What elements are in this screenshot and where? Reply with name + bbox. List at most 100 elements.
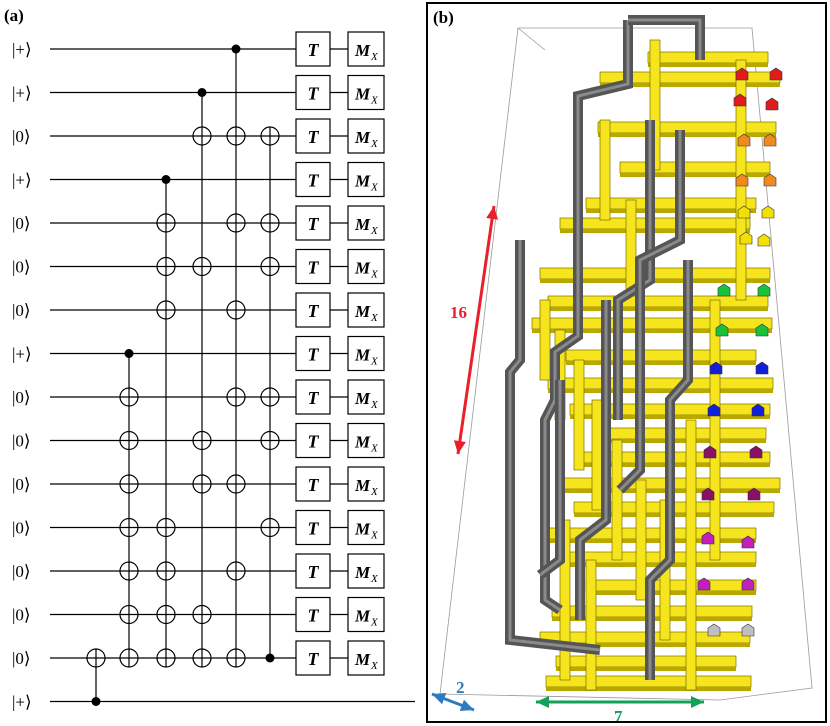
measure-gate xyxy=(347,422,385,459)
gray-pipe-highlight xyxy=(648,260,690,680)
yellow-bar xyxy=(597,121,777,134)
gray-pipe-highlight xyxy=(618,130,682,492)
yellow-post xyxy=(539,299,551,381)
panel-b-label: (b) xyxy=(433,8,454,27)
t-gate xyxy=(295,466,331,502)
measure-gate xyxy=(347,74,385,111)
measure-subscript: X xyxy=(370,51,379,63)
dimension-arrow-16 xyxy=(456,205,496,455)
ket-label: |0⟩ xyxy=(12,519,31,538)
cnot-control-dot xyxy=(265,653,275,663)
measure-label: M xyxy=(354,172,371,191)
measure-gate xyxy=(347,292,385,328)
measure-gate xyxy=(347,31,385,67)
marker-block xyxy=(701,531,715,545)
t-gate-label: T xyxy=(308,519,320,539)
t-gate xyxy=(295,292,331,328)
ket-label: |0⟩ xyxy=(12,562,31,581)
dimension-label-2: 2 xyxy=(456,678,465,697)
t-gate-label: T xyxy=(308,388,320,408)
measure-gate xyxy=(347,248,385,285)
bounding-box xyxy=(439,27,813,701)
yellow-post xyxy=(635,479,647,601)
marker-block xyxy=(717,283,731,297)
t-gate xyxy=(295,335,331,372)
measure-subscript: X xyxy=(370,486,379,498)
marker-block xyxy=(709,361,723,375)
measure-label: M xyxy=(354,650,371,669)
dimension-arrow-2-head xyxy=(459,699,474,711)
yellow-bar-shade xyxy=(546,687,751,691)
measure-label: M xyxy=(354,607,371,626)
marker-block xyxy=(737,205,751,219)
cnot-control-dot xyxy=(91,697,101,706)
measure-gate xyxy=(347,596,385,633)
marker-block xyxy=(739,231,753,245)
dimension-arrow-16-head xyxy=(453,440,466,454)
yellow-bar-shade xyxy=(648,63,768,67)
measure-gate xyxy=(347,118,385,154)
marker-block xyxy=(715,323,729,337)
dimension-arrow-16-head xyxy=(486,206,499,220)
measure-gate xyxy=(347,161,385,198)
cnot-control-dot xyxy=(231,44,241,54)
gray-pipe-highlight xyxy=(628,18,702,60)
marker-block xyxy=(755,361,769,375)
t-gate xyxy=(295,422,331,459)
t-gate-label: T xyxy=(308,345,320,365)
measure-label: M xyxy=(354,215,371,234)
yellow-bar xyxy=(585,197,757,210)
marker-block xyxy=(741,623,755,637)
bounding-box xyxy=(517,27,546,51)
measure-subscript: X xyxy=(370,356,379,368)
marker-block xyxy=(701,487,715,501)
measure-label: M xyxy=(354,476,371,495)
t-gate xyxy=(295,118,331,154)
t-gate xyxy=(295,640,331,676)
t-gate-label: T xyxy=(308,606,320,626)
measure-subscript: X xyxy=(370,182,379,194)
cnot-control-dot xyxy=(161,175,171,184)
yellow-bar-shade xyxy=(566,361,756,365)
t-gate-label: T xyxy=(308,562,320,582)
ket-label: |0⟩ xyxy=(12,258,31,277)
ket-label: |0⟩ xyxy=(12,301,31,320)
measure-label: M xyxy=(354,302,371,321)
dimension-arrow-2-head xyxy=(432,693,447,705)
measure-gate xyxy=(347,553,385,589)
t-gate-label: T xyxy=(308,127,320,147)
yellow-bar-shade xyxy=(586,591,756,595)
marker-block xyxy=(735,67,749,81)
gray-pipe-highlight xyxy=(616,120,652,420)
measure-gate xyxy=(347,379,385,415)
marker-block xyxy=(747,487,761,501)
measure-label: M xyxy=(354,128,371,147)
gray-pipe-highlight xyxy=(539,380,562,577)
marker-block xyxy=(763,133,777,147)
cnot-control-dot xyxy=(197,88,207,97)
ket-label: |+⟩ xyxy=(12,84,32,103)
t-gate xyxy=(295,31,331,67)
t-gate-label: T xyxy=(308,649,320,669)
yellow-bar-shade xyxy=(548,307,768,311)
measure-gate xyxy=(347,205,385,241)
marker-block xyxy=(737,133,751,147)
measure-label: M xyxy=(354,433,371,452)
marker-block xyxy=(707,403,721,417)
t-gate-label: T xyxy=(308,301,320,321)
marker-block xyxy=(769,67,783,81)
marker-block xyxy=(757,233,771,247)
t-gate xyxy=(295,379,331,415)
t-gate-label: T xyxy=(308,84,320,104)
ket-label: |+⟩ xyxy=(12,693,32,712)
measure-label: M xyxy=(354,41,371,60)
measure-subscript: X xyxy=(370,95,379,107)
yellow-bar-shade xyxy=(600,83,780,87)
t-gate xyxy=(295,553,331,589)
measure-gate xyxy=(347,640,385,676)
marker-block xyxy=(751,403,765,417)
yellow-bar-shade xyxy=(532,329,772,333)
measure-label: M xyxy=(354,85,371,104)
